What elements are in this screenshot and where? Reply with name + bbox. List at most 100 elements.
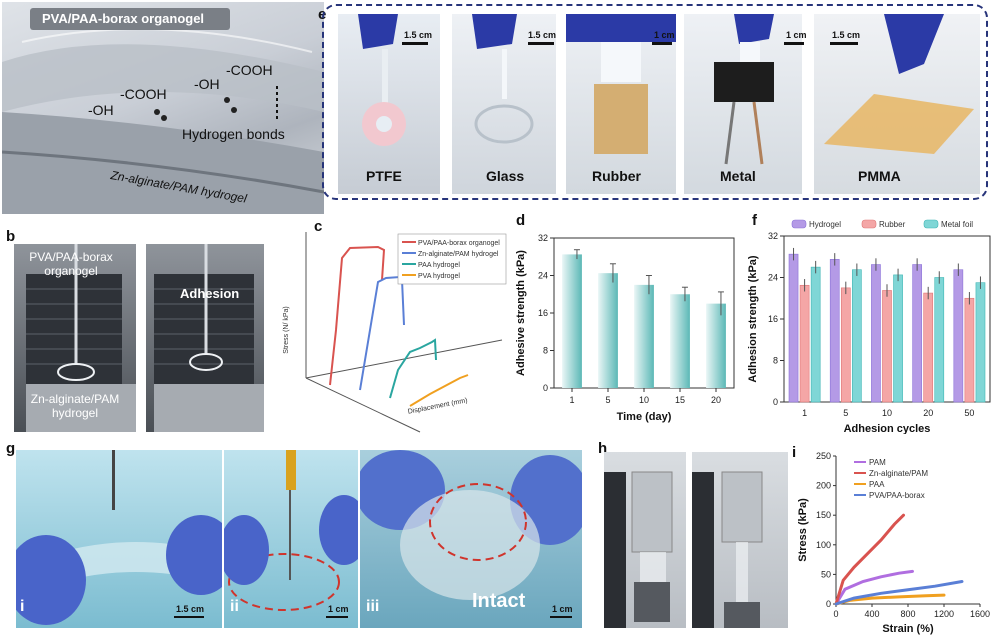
ptfe-photo <box>338 14 440 194</box>
chart-f-legend-label: Rubber <box>879 220 906 229</box>
chart-f-legend-swatch <box>791 219 807 229</box>
chart-i-ytick-label: 100 <box>816 540 831 550</box>
oh-label-2: -OH <box>194 76 220 92</box>
chart-d-ytick-label: 24 <box>538 271 548 281</box>
chart-d-xtick-label: 15 <box>675 395 685 405</box>
chart-i-xtick-label: 1200 <box>934 609 954 619</box>
scale-pmma: 1.5 cm <box>832 30 861 40</box>
panel-e-frame <box>322 4 988 200</box>
material-label-rubber: Rubber <box>592 168 641 184</box>
panel-b-photo-left <box>14 244 136 432</box>
chart-d-bar <box>598 273 618 388</box>
chart-c-legend-label-2: PAA hydrogel <box>418 262 460 269</box>
chart-f-ytick-label: 16 <box>768 314 778 324</box>
chart-c-ylabel: Stress (N/ kPa) <box>283 306 290 353</box>
chart-c: PVA/PAA-borax organogel Zn-alginate/PAM … <box>283 232 507 433</box>
chart-d-xtick-label: 5 <box>605 395 610 405</box>
chart-c-curve-pva <box>409 374 469 407</box>
scale-rubber-bar <box>652 42 672 45</box>
chart-d-xtick-label: 1 <box>569 395 574 405</box>
chart-f-bar <box>840 287 851 403</box>
panel-g-scale-i-bar <box>174 616 204 618</box>
pmma-photo <box>814 14 980 194</box>
chart-f-bar <box>923 292 934 403</box>
chart-c-legend-label-3: PVA hydrogel <box>418 273 460 280</box>
panel-a-illustration <box>2 28 324 214</box>
scale-metal: 1 cm <box>786 30 807 40</box>
chart-f-bar <box>799 284 810 403</box>
panel-h-letter: h <box>598 440 608 457</box>
oh-label-1: -OH <box>88 102 114 118</box>
chart-i-legend-label: Zn-alginate/PAM <box>869 469 928 478</box>
chart-f-bar <box>912 264 922 403</box>
chart-f-xtick-label: 1 <box>802 408 807 418</box>
panel-g-scale-iii: 1 cm <box>552 604 573 614</box>
metal-photo <box>684 14 802 194</box>
chart-f-xtick-label: 10 <box>882 408 892 418</box>
panel-b-letter: b <box>6 228 16 245</box>
panel-b-hydrogel-label: Zn-alginate/PAM hydrogel <box>30 392 120 420</box>
chart-i-xtick-label: 0 <box>833 609 838 619</box>
chart-d-bar <box>670 294 690 388</box>
panel-b-organogel-label: PVA/PAA-borax organogel <box>29 250 113 278</box>
hydrogen-bonds-label: Hydrogen bonds <box>182 126 285 142</box>
scale-glass-bar <box>528 42 554 45</box>
chart-f-xtick-label: 5 <box>843 408 848 418</box>
chart-c-xlabel: Displacement (mm) <box>407 397 468 415</box>
cooh-label-1: -COOH <box>120 86 167 102</box>
chart-c-curve-paa <box>389 338 437 399</box>
chart-f-bar <box>964 297 975 403</box>
panel-g-photo-i <box>16 450 222 628</box>
chart-d-xlabel: Time (day) <box>617 411 672 423</box>
chart-i-ytick-label: 150 <box>816 510 831 520</box>
chart-f-bar <box>852 269 862 403</box>
chart-d-ytick-label: 8 <box>543 346 548 356</box>
chart-i-xlabel: Strain (%) <box>882 623 934 635</box>
chart-f-legend-label: Metal foil <box>941 220 973 229</box>
chart-d-ylabel: Adhesive strength (kPa) <box>515 250 527 376</box>
scale-pmma-bar <box>830 42 858 45</box>
panel-g-intact: Intact <box>472 590 526 612</box>
chart-f-bar <box>953 269 964 403</box>
chart-c-legend: PVA/PAA-borax organogel Zn-alginate/PAM … <box>402 240 500 280</box>
panel-g-scale-iii-bar <box>550 616 572 618</box>
scale-ptfe-bar <box>402 42 428 45</box>
chart-f-xtick-label: 20 <box>923 408 933 418</box>
panel-g-letter: g <box>6 440 16 457</box>
scale-metal-bar <box>784 42 804 45</box>
panel-g-scale-ii: 1 cm <box>328 604 349 614</box>
chart-i-ytick-label: 0 <box>826 599 831 609</box>
scale-glass: 1.5 cm <box>528 30 557 40</box>
chart-i-ylabel: Stress (kPa) <box>797 498 809 562</box>
chart-i-legend-label: PAA <box>869 480 885 489</box>
material-label-pmma: PMMA <box>858 168 901 184</box>
panel-a-banner <box>30 8 230 30</box>
chart-c-legend-label-0: PVA/PAA-borax organogel <box>418 240 500 247</box>
chart-f-bar <box>810 266 821 403</box>
panel-f-letter: f <box>752 212 757 229</box>
panel-g-photo-ii <box>224 450 358 628</box>
chart-i-xtick-label: 1600 <box>970 609 990 619</box>
chart-f-legend-swatch <box>923 219 939 229</box>
rubber-photo <box>566 14 676 194</box>
material-label-glass: Glass <box>486 168 525 184</box>
panel-g-photo-iii <box>360 450 582 628</box>
panel-i-letter: i <box>792 444 797 461</box>
chart-i-line <box>834 580 964 606</box>
panel-h-photo-right <box>692 452 788 628</box>
panel-h-photo-left <box>604 452 686 628</box>
material-label-ptfe: PTFE <box>366 168 402 184</box>
chart-i-legend-label: PAM <box>869 458 886 467</box>
panel-a-banner-text: PVA/PAA-borax organogel <box>42 11 205 26</box>
chart-f-ytick-label: 24 <box>768 273 778 283</box>
scale-rubber: 1 cm <box>654 30 675 40</box>
material-label-metal: Metal <box>720 168 756 184</box>
chart-c-axes <box>305 232 503 433</box>
chart-d-ytick-label: 0 <box>543 383 548 393</box>
chart-d-xtick-label: 20 <box>711 395 721 405</box>
cooh-label-2: -COOH <box>226 62 273 78</box>
chart-f-ytick-label: 0 <box>773 397 778 407</box>
panel-c-letter: c <box>314 218 323 235</box>
chart-f-legend-swatch <box>861 219 877 229</box>
